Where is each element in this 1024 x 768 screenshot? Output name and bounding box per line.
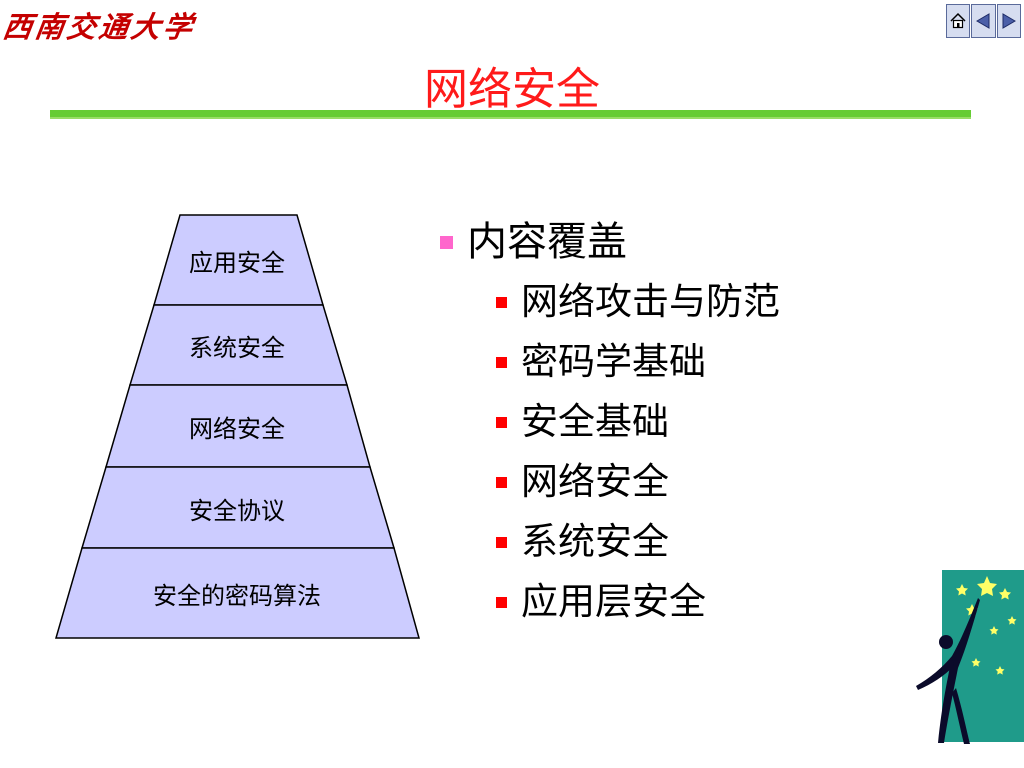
sub-list: 网络攻击与防范 密码学基础 安全基础 网络安全 系统安全 应用层安全 bbox=[440, 272, 920, 632]
bullet-square-icon bbox=[496, 416, 507, 428]
bullet-square-icon bbox=[496, 596, 507, 608]
list-item-text: 网络安全 bbox=[521, 460, 669, 503]
list-item-text: 密码学基础 bbox=[521, 340, 706, 383]
bullet-square-icon bbox=[440, 235, 453, 249]
prev-button[interactable] bbox=[971, 4, 996, 38]
list-item: 应用层安全 bbox=[440, 572, 920, 632]
university-logo: 西南交通大学 bbox=[0, 10, 198, 44]
bullet-square-icon bbox=[496, 536, 507, 548]
list-item: 网络攻击与防范 bbox=[440, 272, 920, 332]
bullet-square-icon bbox=[496, 356, 507, 368]
reaching-stars-figure-icon bbox=[916, 570, 1024, 744]
nav-bar bbox=[946, 4, 1022, 38]
pyramid-label-2: 系统安全 bbox=[189, 334, 285, 362]
prev-triangle-icon bbox=[976, 13, 990, 29]
list-item-text: 安全基础 bbox=[521, 400, 669, 443]
pyramid-layer-2 bbox=[128, 304, 349, 386]
bullet-square-icon bbox=[496, 296, 507, 308]
list-item: 网络安全 bbox=[440, 452, 920, 512]
list-item-text: 应用层安全 bbox=[521, 580, 706, 623]
pyramid-label-5: 安全的密码算法 bbox=[153, 582, 321, 610]
list-heading: 内容覆盖 bbox=[440, 212, 920, 272]
list-item: 系统安全 bbox=[440, 512, 920, 572]
list-item: 密码学基础 bbox=[440, 332, 920, 392]
pyramid-label-4: 安全协议 bbox=[189, 497, 285, 525]
list-item-text: 网络攻击与防范 bbox=[521, 280, 780, 323]
title-divider bbox=[50, 110, 971, 119]
list-heading-text: 内容覆盖 bbox=[467, 219, 627, 265]
list-item-text: 系统安全 bbox=[521, 520, 669, 563]
next-button[interactable] bbox=[996, 4, 1021, 38]
pyramid-layer-3 bbox=[104, 384, 371, 468]
pyramid-layer-5 bbox=[55, 547, 420, 639]
slide-title: 网络安全 bbox=[424, 64, 600, 115]
home-icon bbox=[950, 12, 966, 29]
next-triangle-icon bbox=[1002, 13, 1016, 29]
bullet-square-icon bbox=[496, 476, 507, 488]
content-list: 内容覆盖 网络攻击与防范 密码学基础 安全基础 网络安全 系统安全 应用层安全 bbox=[440, 212, 920, 632]
pyramid-label-3: 网络安全 bbox=[189, 415, 285, 443]
pyramid-label-1: 应用安全 bbox=[189, 249, 285, 277]
pyramid-layer-1 bbox=[153, 214, 324, 306]
home-button[interactable] bbox=[946, 4, 971, 38]
pyramid-layer-4 bbox=[80, 466, 396, 549]
list-item: 安全基础 bbox=[440, 392, 920, 452]
